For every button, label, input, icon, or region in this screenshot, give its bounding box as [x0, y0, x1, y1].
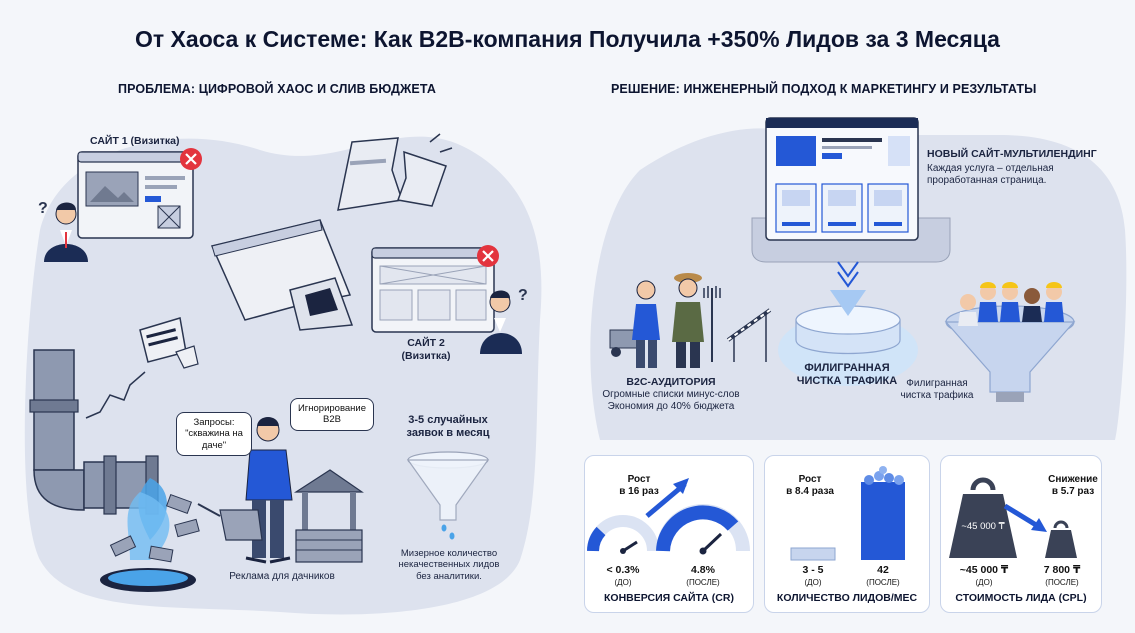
solution-section-title: РЕШЕНИЕ: ИНЖЕНЕРНЫЙ ПОДХОД К МАРКЕТИНГУ … [611, 82, 1037, 96]
b2c-line1: Огромные списки минус-слов [602, 388, 740, 400]
filter2-line1: Филигранная [906, 378, 968, 389]
cpl-before-value: ~45 000 ₸ [959, 564, 1009, 576]
b2c-title: B2C-АУДИТОРИЯ [626, 376, 716, 388]
svg-text:?: ? [38, 200, 48, 217]
leads-growth: Рост в 8.4 раза [775, 474, 845, 498]
svg-text:?: ? [518, 287, 528, 304]
cr-growth-line1: Рост [627, 474, 651, 485]
filter-line1: ФИЛИГРАННАЯ [804, 362, 890, 374]
cr-card-title: КОНВЕРСИЯ САЙТА (CR) [604, 592, 734, 604]
leaky-funnel [406, 451, 490, 540]
filter2-line2: чистка трафика [900, 390, 974, 401]
cr-after-value: 4.8% [691, 564, 715, 576]
leads-before-tag: (ДО) [804, 577, 822, 587]
b2b-workers-funnel [944, 282, 1076, 402]
ignore-b2b-bubble: Игнорирование B2B [290, 398, 374, 431]
crack-line [85, 371, 146, 419]
leads-card-title: КОЛИЧЕСТВО ЛИДОВ/МЕС [776, 592, 918, 604]
cpl-growth: Снижение в 5.7 раз [1041, 474, 1105, 498]
site2-browser-window [371, 245, 499, 333]
leads-growth-line2: в 8.4 раза [786, 486, 834, 497]
cpl-growth-line2: в 5.7 раз [1051, 486, 1095, 497]
site2-label: САЙТ 2 (Визитка) [396, 337, 456, 362]
site2-label-line2: (Визитка) [401, 349, 451, 362]
broken-browser-window-top [337, 133, 453, 211]
broken-browser-window-small [139, 317, 199, 369]
random-leads-line2: заявок в месяц [406, 427, 490, 440]
site2-label-line1: САЙТ 2 [407, 337, 445, 349]
leads-after-value: 42 [877, 564, 889, 576]
confused-person-2: ? [480, 287, 528, 354]
meager-line1: Мизерное количество [400, 548, 498, 559]
meager-leads-note: Мизерное количество некачественных лидов… [388, 548, 510, 582]
leads-bars [790, 466, 905, 561]
leads-growth-line1: Рост [798, 474, 822, 485]
meager-line2: некачественных лидов [398, 559, 500, 571]
cr-after-tag: (ПОСЛЕ) [686, 577, 720, 587]
leads-before-value: 3 - 5 [802, 564, 824, 576]
random-leads-line1: 3-5 случайных [408, 414, 488, 426]
cpl-after: 7 800 ₸ (ПОСЛЕ) [1031, 564, 1093, 588]
meager-line3: без аналитики. [416, 570, 482, 582]
b2c-line2: Экономия до 40% бюджета [607, 400, 735, 412]
traffic-filter [778, 261, 918, 386]
traffic-filter-label: ФИЛИГРАННАЯ ЧИСТКА ТРАФИКА [792, 362, 902, 388]
cpl-after-tag: (ПОСЛЕ) [1045, 577, 1079, 587]
page-title: От Хаоса к Системе: Как B2B-компания Пол… [135, 26, 1000, 52]
cpl-after-value: 7 800 ₸ [1043, 564, 1081, 576]
cpl-before-tag: (ДО) [975, 577, 993, 587]
water-well [293, 469, 364, 563]
cpl-before: ~45 000 ₸ (ДО) [949, 564, 1019, 588]
broken-browser-window-middle [210, 219, 354, 331]
leaking-pipe [29, 349, 200, 592]
confused-person-1: ? [38, 200, 88, 262]
leads-after-tag: (ПОСЛЕ) [866, 577, 900, 587]
cpl-card: Снижение в 5.7 раз ~45 000 ₸ ~45 000 ₸ (… [940, 455, 1102, 613]
cpl-weight-label: ~45 000 ₸ [961, 521, 1005, 532]
cr-growth-line2: в 16 раз [619, 486, 659, 497]
cr-before: < 0.3% (ДО) [593, 564, 653, 588]
multilanding-line2: проработанная страница. [927, 174, 1047, 186]
leads-card: Рост в 8.4 раза 3 - 5 (ДО) 42 (ПОСЛЕ) КО… [764, 455, 930, 613]
multilanding-label: НОВЫЙ САЙТ-МУЛЬТИЛЕНДИНГ Каждая услуга –… [927, 148, 1117, 187]
multilanding-line1: Каждая услуга – отдельная [927, 162, 1054, 174]
leads-before: 3 - 5 (ДО) [783, 564, 843, 588]
ad-label: Реклама для дачников [229, 571, 335, 582]
cr-gauges [587, 478, 750, 555]
cr-before-value: < 0.3% [606, 564, 640, 576]
cr-after: 4.8% (ПОСЛЕ) [673, 564, 733, 588]
b2c-people-group [609, 273, 772, 368]
multilanding-monitor [751, 117, 951, 263]
cr-card: Рост в 16 раз < 0.3% (ДО) 4.8% (ПОСЛЕ) К… [584, 455, 754, 613]
cpl-card-title: СТОИМОСТЬ ЛИДА (CPL) [955, 592, 1087, 604]
cr-before-tag: (ДО) [614, 577, 632, 587]
cpl-weights [949, 477, 1077, 558]
multilanding-title: НОВЫЙ САЙТ-МУЛЬТИЛЕНДИНГ [927, 148, 1097, 160]
cpl-growth-line1: Снижение [1048, 474, 1098, 485]
man-watering [197, 417, 293, 564]
random-leads-label: 3-5 случайных заявок в месяц [398, 414, 498, 440]
leads-after: 42 (ПОСЛЕ) [853, 564, 913, 588]
b2c-audience-label: B2C-АУДИТОРИЯ Огромные списки минус-слов… [596, 376, 746, 413]
site1-browser-window [77, 148, 202, 239]
cr-growth: Рост в 16 раз [609, 474, 669, 498]
site1-label: САЙТ 1 (Визитка) [90, 135, 180, 147]
queries-bubble: Запросы: "скважина на даче" [176, 412, 252, 457]
problem-section-title: ПРОБЛЕМА: ЦИФРОВОЙ ХАОС И СЛИВ БЮДЖЕТА [118, 82, 436, 96]
filter-line2: ЧИСТКА ТРАФИКА [796, 375, 898, 388]
traffic-filter-note: Филигранная чистка трафика [892, 378, 982, 402]
